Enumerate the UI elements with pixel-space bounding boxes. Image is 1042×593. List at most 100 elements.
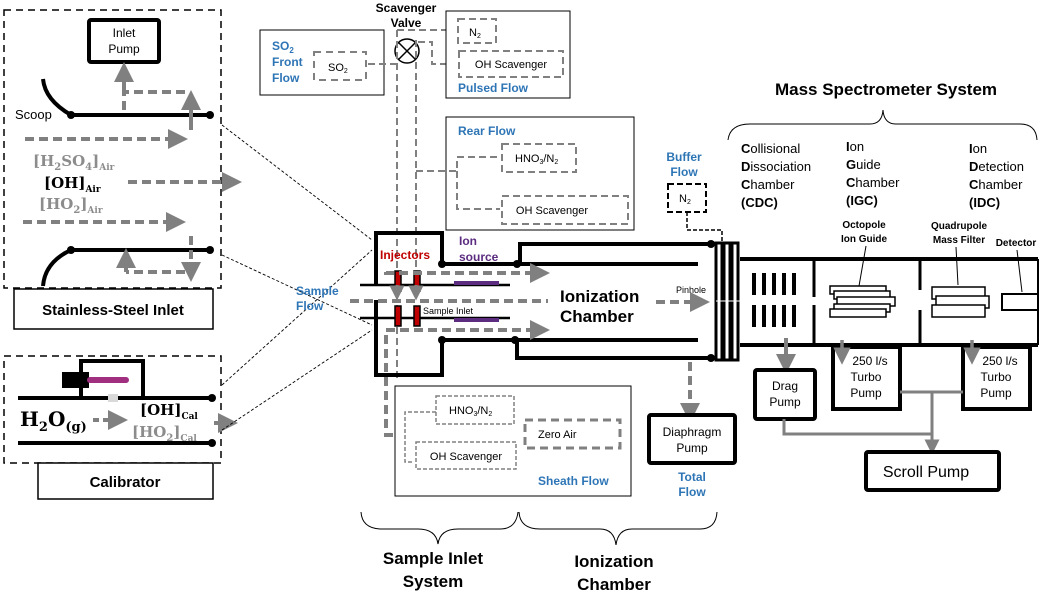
- zero-air-label: Zero Air: [538, 429, 577, 441]
- sheath-flow-label: Sheath Flow: [538, 474, 609, 488]
- detector-pointer: [1016, 249, 1023, 293]
- igc-line-1: Ion: [846, 139, 864, 154]
- octopole-icon: [829, 285, 896, 318]
- ion-source-label-1: Ion: [459, 234, 477, 248]
- inlet-housing-bottom: [374, 300, 444, 377]
- calibrator-panel: H2O(g) [OH]Cal [HO2]Cal Calibrator: [3, 355, 238, 500]
- sheath-flow-box: [394, 385, 632, 497]
- turbo-pump-1-label-2: Turbo: [851, 370, 882, 384]
- cdc-label: Collisional Dissociation Chamber (CDC): [741, 141, 811, 210]
- water-vapor-label: H2O(g): [20, 407, 87, 435]
- scoop-label: Scoop: [15, 107, 52, 122]
- outer-chamber-top: [518, 242, 711, 264]
- cdc-lens-stack: [752, 273, 796, 327]
- so2-front-label-2: Front: [272, 55, 303, 69]
- n2-buffer-box: [667, 183, 707, 213]
- hno3-sheath-box: [435, 395, 515, 425]
- oh-scavenger-pulsed-label: OH Scavenger: [475, 59, 547, 71]
- so2-front-label-3: Flow: [272, 71, 300, 85]
- sample-inlet-label: Sample Inlet: [423, 306, 474, 316]
- oh-cal-label: [OH]Cal: [140, 401, 198, 422]
- mass-spec-brace: [727, 109, 1038, 141]
- oh-scavenger-sheath-label: OH Scavenger: [430, 451, 502, 463]
- turbo-pump-1-label-3: Pump: [850, 386, 882, 400]
- mass-spec-title: Mass Spectrometer System: [775, 80, 997, 99]
- cdc-abbr: (CDC): [741, 195, 778, 210]
- inlet-pump-label-1: Inlet: [113, 26, 136, 40]
- joint-dot: [206, 111, 214, 119]
- n2-buffer-label: N2: [679, 193, 691, 206]
- lower-bypass-path: [126, 236, 193, 274]
- igc-line-3: Chamber: [846, 175, 900, 190]
- joint-dot: [208, 394, 216, 402]
- octopole-label-1: Octopole: [842, 220, 886, 231]
- ionization-chamber-bottom-label-2: Chamber: [577, 575, 651, 593]
- quadrupole-label-1: Quadrupole: [931, 221, 988, 232]
- idc-line-2: Detection: [969, 159, 1024, 174]
- so2-front-flow-panel: SO2 Front Flow SO2: [259, 29, 396, 96]
- pinhole-label: Pinhole: [676, 285, 706, 295]
- sample-inlet-system-label-1: Sample Inlet: [383, 549, 483, 568]
- buffer-flow-label-2: Flow: [670, 165, 698, 179]
- diaphragm-pump: Diaphragm Pump Total Flow: [647, 413, 737, 499]
- igc-label: Ion Guide Chamber (IGC): [846, 139, 900, 208]
- stainless-inlet-panel: Inlet Pump Scoop [H2SO4]Air [OH]Air [HO2…: [3, 9, 242, 330]
- so2-front-flow-box: [259, 29, 385, 96]
- scroll-pump-label: Scroll Pump: [883, 464, 969, 481]
- valve-cross: [398, 42, 416, 60]
- cdc-line-3: Chamber: [741, 177, 795, 192]
- ion-source-label-2: source: [459, 250, 499, 264]
- ionization-chamber-label-2: Chamber: [560, 307, 634, 326]
- so2-source-label: SO2: [328, 62, 348, 75]
- so2-front-label-1: SO2: [272, 39, 294, 55]
- stainless-inlet-title-box: [13, 288, 214, 330]
- outer-chamber-bottom: [515, 340, 711, 360]
- sample-inlet-brace: [360, 511, 519, 545]
- detector-icon: [1001, 293, 1039, 311]
- n2-pulsed-box: [457, 18, 497, 44]
- pulsed-flow-label: Pulsed Flow: [458, 81, 529, 95]
- scoop-curve: [41, 78, 73, 117]
- idc-line-3: Chamber: [969, 177, 1023, 192]
- sample-flow-label-1: Sample: [296, 284, 339, 298]
- injectors-label: Injectors: [380, 248, 430, 262]
- rear-flow-lines: [416, 156, 500, 210]
- so2-source-box: [313, 51, 367, 81]
- inlet-pump-label-2: Pump: [108, 42, 140, 56]
- buffer-line: [686, 212, 723, 265]
- n2-pulsed-label: N2: [469, 27, 481, 40]
- scavenger-valve-label-2: Valve: [391, 16, 422, 30]
- joint-dot: [208, 439, 216, 447]
- lamp-base-icon: [62, 372, 89, 388]
- ho2-air-label: [HO2]Air: [39, 195, 103, 216]
- h2so4-air-label: [H2SO4]Air: [33, 152, 115, 173]
- sample-flow-label-2: Flow: [296, 299, 324, 313]
- turbo-pump-2-label-3: Pump: [980, 386, 1012, 400]
- buffer-flow-panel: Buffer Flow N2: [666, 150, 723, 265]
- oh-scavenger-sheath-box: [415, 441, 517, 470]
- drag-pump-label-1: Drag: [772, 379, 798, 393]
- hno3-rear-label: HNO3/N2: [515, 153, 558, 166]
- cdc-line-1: Collisional: [741, 141, 800, 156]
- idc-abbr: (IDC): [969, 195, 1000, 210]
- hno3-sheath-label: HNO3/N2: [449, 405, 492, 418]
- turbo-pump-2-label-1: 250 l/s: [982, 354, 1017, 368]
- detector-label: Detector: [996, 238, 1037, 249]
- stainless-inlet-dashed-border: [3, 9, 222, 289]
- joint-dot: [707, 354, 715, 362]
- scavenger-valve-label-1: Scavenger: [376, 1, 437, 15]
- stainless-inlet-title: Stainless-Steel Inlet: [42, 302, 184, 319]
- ho2-cal-label: [HO2]Cal: [132, 423, 197, 444]
- ion-source-bar-top: [454, 281, 499, 285]
- sheath-flow-panel: HNO3/N2 Zero Air OH Scavenger Sheath Flo…: [394, 385, 632, 497]
- oh-air-label: [OH]Air: [44, 174, 101, 195]
- joint-dot: [438, 260, 446, 268]
- ion-source-bar-bottom: [454, 318, 499, 322]
- pulsed-flow-box: [445, 10, 571, 99]
- joint-dot: [67, 246, 75, 254]
- quadrupole-label-2: Mass Filter: [933, 235, 985, 246]
- ionization-assembly: Injectors Ion source Sample Inlet Sample…: [296, 231, 740, 437]
- rear-flow-box: [445, 116, 635, 231]
- turbo-pump-2-label-2: Turbo: [981, 370, 1012, 384]
